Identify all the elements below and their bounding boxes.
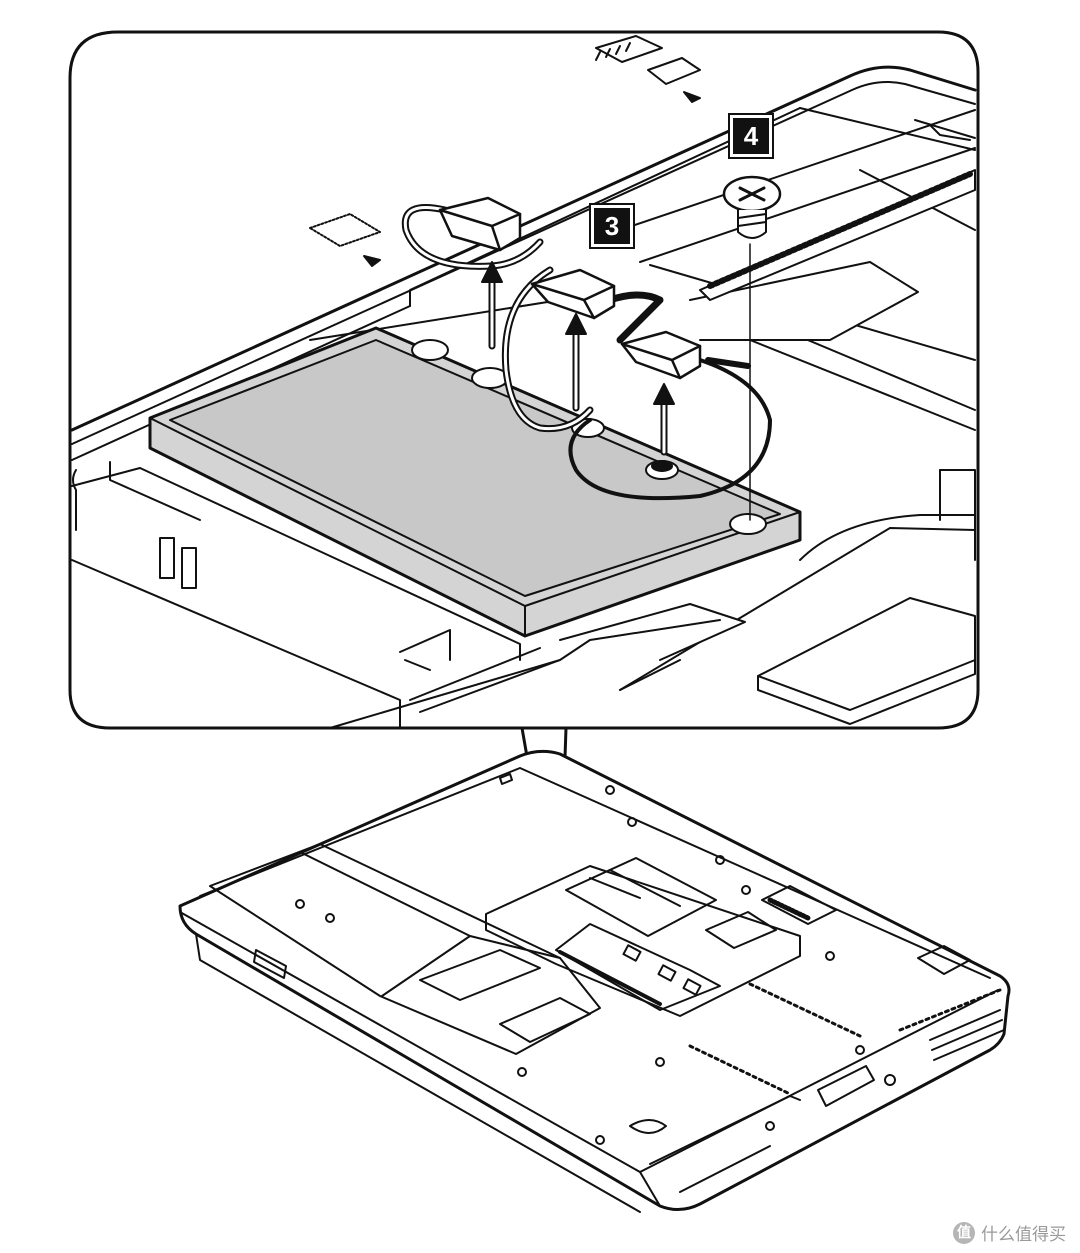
antenna-connector-icon [438, 196, 702, 380]
chassis-frame [70, 65, 977, 729]
antenna-cables [401, 204, 772, 501]
step-4-label: 4 [728, 113, 774, 159]
upward-arrow-icon [481, 261, 675, 456]
step-3-label: 3 [589, 203, 635, 249]
laptop-underside [178, 749, 1011, 1213]
memory-chip-icons [309, 35, 701, 267]
watermark-text: 什么值得买 [981, 1225, 1066, 1245]
watermark: 值 什么值得买 [953, 1220, 1066, 1245]
screw-icon [722, 175, 782, 521]
wireless-card [148, 326, 802, 638]
watermark-logo-icon: 值 [953, 1221, 975, 1244]
